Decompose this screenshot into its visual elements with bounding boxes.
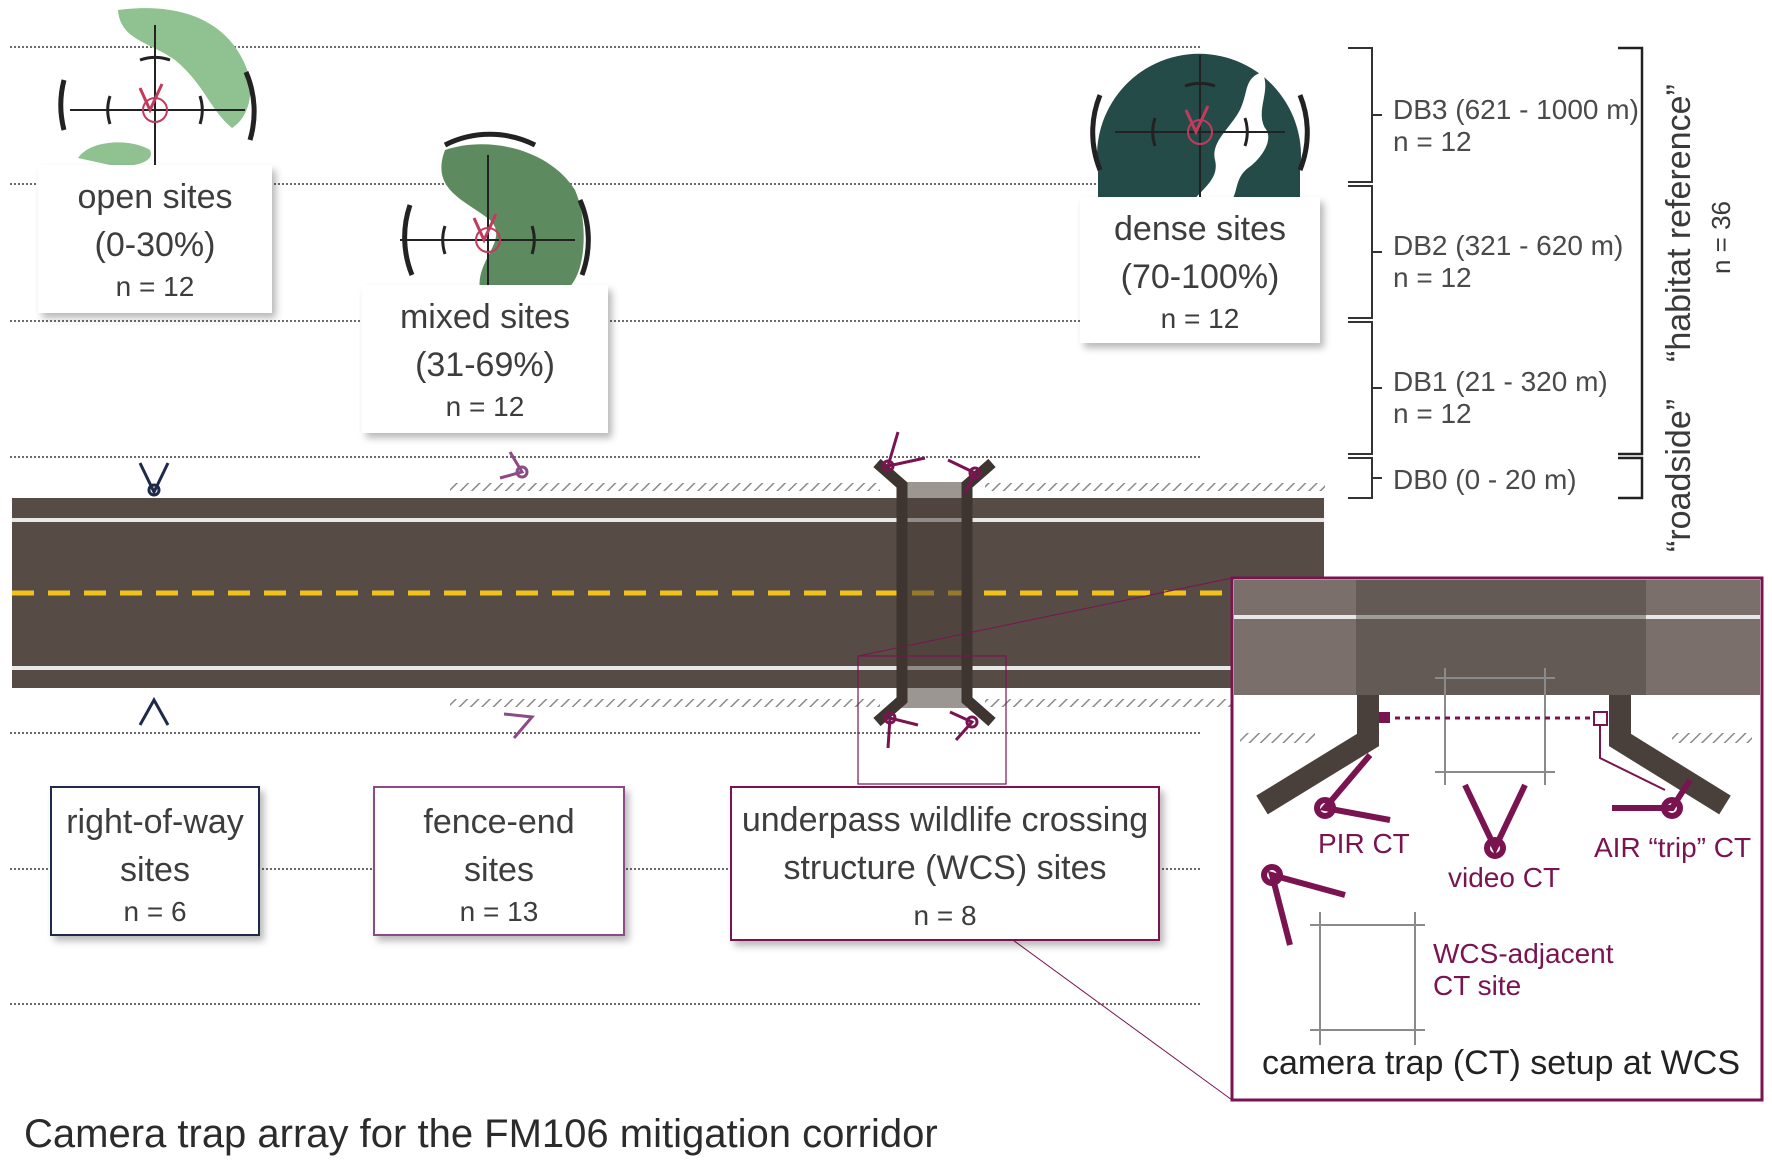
habitat-reference-label: “habitat reference” xyxy=(1660,84,1698,362)
open-sites-title: open sites xyxy=(77,178,233,216)
band-db0-name: DB0 (0 - 20 m) xyxy=(1393,464,1577,495)
dense-sites-range: (70-100%) xyxy=(1120,258,1280,296)
open-site-icon xyxy=(58,8,257,170)
open-sites-label: open sites (0-30%) n = 12 xyxy=(38,165,272,313)
roadside-label: “roadside” xyxy=(1660,398,1698,552)
mixed-sites-count: n = 12 xyxy=(445,391,525,422)
dense-sites-label: dense sites (70-100%) n = 12 xyxy=(1080,197,1320,343)
guide-line-db3-top xyxy=(10,46,1200,48)
right-of-way-line1: right-of-way xyxy=(66,803,244,841)
band-db2-name: DB2 (321 - 620 m) xyxy=(1393,230,1624,261)
fence-end-count: n = 13 xyxy=(459,896,539,927)
mixed-site-icon xyxy=(400,131,591,290)
dense-sites-count: n = 12 xyxy=(1160,303,1240,334)
dense-sites-title: dense sites xyxy=(1114,210,1286,248)
zoom-line-bottom xyxy=(1005,934,1233,1101)
inset-panel xyxy=(1230,576,1764,1102)
zoom-line-top xyxy=(857,577,1233,657)
wcs-ct-marker-se xyxy=(949,710,979,741)
right-of-way-count: n = 6 xyxy=(123,896,187,927)
band-db0-label: DB0 (0 - 20 m) xyxy=(1393,464,1577,496)
group-brackets xyxy=(1618,46,1644,500)
habitat-reference-count: n = 36 xyxy=(1706,200,1736,274)
inset-title: camera trap (CT) setup at WCS xyxy=(1262,1044,1741,1082)
band-db2-count: n = 12 xyxy=(1393,262,1472,293)
fence-hatch-ne xyxy=(985,483,1325,491)
mixed-sites-label: mixed sites (31-69%) n = 12 xyxy=(362,285,608,433)
wcs-adjacent-label-2: CT site xyxy=(1433,970,1522,1001)
open-sites-range: (0-30%) xyxy=(94,226,216,264)
fence-hatch-sw xyxy=(450,699,880,707)
band-brackets xyxy=(1348,47,1382,499)
mixed-sites-range: (31-69%) xyxy=(415,346,555,384)
wcs-ct-marker-ne xyxy=(947,458,982,494)
mixed-sites-title: mixed sites xyxy=(399,298,571,336)
band-db3-name: DB3 (621 - 1000 m) xyxy=(1393,94,1639,125)
underpass-passage xyxy=(897,482,967,708)
fence-end-line1: fence-end xyxy=(423,803,575,841)
wcs-line2: structure (WCS) sites xyxy=(783,849,1107,887)
band-db3-count: n = 12 xyxy=(1393,126,1472,157)
wcs-sites-label: underpass wildlife crossing structure (W… xyxy=(730,786,1160,941)
figure-caption: Camera trap array for the FM106 mitigati… xyxy=(24,1112,938,1156)
dense-site-icon xyxy=(1090,53,1310,205)
band-db1-count: n = 12 xyxy=(1393,398,1472,429)
fence-hatch-nw xyxy=(450,483,880,491)
wcs-count: n = 8 xyxy=(913,900,977,931)
guide-line-db2-top xyxy=(10,183,1200,185)
wcs-ct-marker-nw xyxy=(881,431,926,473)
guide-line-south-1 xyxy=(10,732,1200,734)
band-db2-label: DB2 (321 - 620 m) n = 12 xyxy=(1393,230,1623,294)
right-of-way-line2: sites xyxy=(120,851,190,889)
fence-end-line2: sites xyxy=(464,851,534,889)
wcs-adjacent-label-1: WCS-adjacent xyxy=(1433,938,1614,969)
fence-end-ct-marker-south xyxy=(503,712,535,739)
zoom-source-box xyxy=(857,655,1007,785)
video-ct-label: video CT xyxy=(1448,862,1561,893)
row-ct-marker-south xyxy=(138,696,170,726)
fence-hatch-se xyxy=(985,699,1325,707)
fence-end-sites-label: fence-end sites n = 13 xyxy=(373,786,625,936)
air-ct-label: AIR “trip” CT xyxy=(1594,832,1752,863)
wcs-ct-marker-sw xyxy=(883,711,919,749)
guide-line-south-3 xyxy=(10,1003,1200,1005)
wcs-line1: underpass wildlife crossing xyxy=(741,801,1149,839)
row-ct-marker-north xyxy=(138,462,170,497)
underpass-wingwall-nw xyxy=(873,458,908,727)
band-db1-name: DB1 (21 - 320 m) xyxy=(1393,366,1608,397)
band-db1-label: DB1 (21 - 320 m) n = 12 xyxy=(1393,366,1608,430)
band-db3-label: DB3 (621 - 1000 m) n = 12 xyxy=(1393,94,1639,158)
guide-line-db0-top xyxy=(10,456,1200,458)
pir-ct-label: PIR CT xyxy=(1318,828,1410,859)
right-of-way-sites-label: right-of-way sites n = 6 xyxy=(50,786,260,936)
open-sites-count: n = 12 xyxy=(115,271,195,302)
fence-end-ct-marker-north xyxy=(499,451,529,480)
